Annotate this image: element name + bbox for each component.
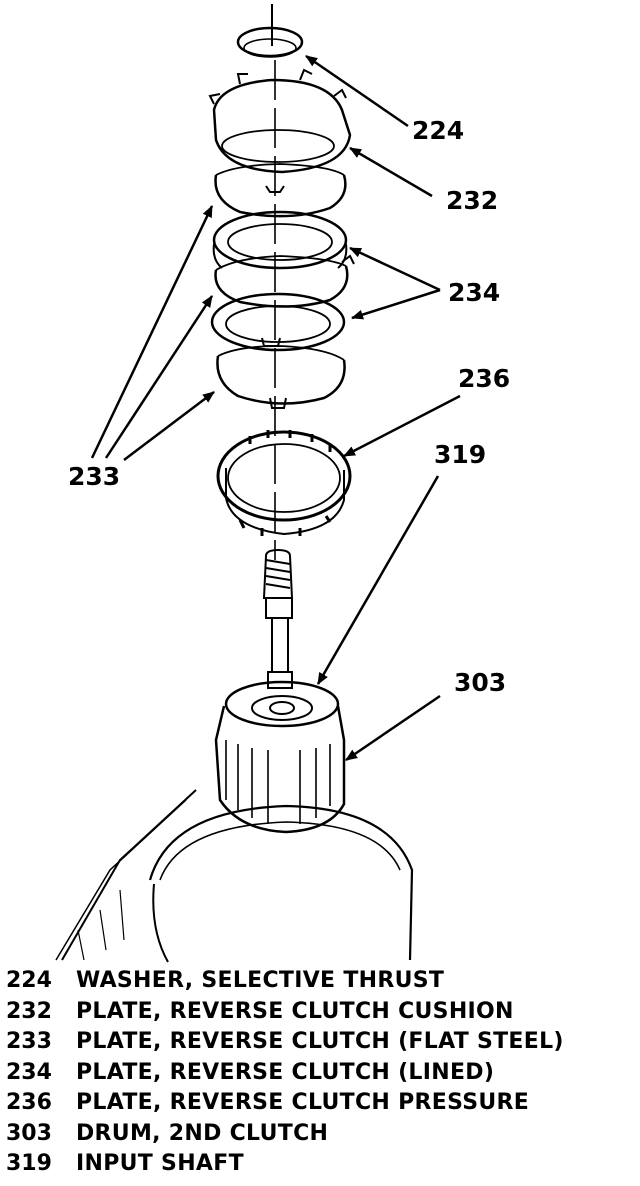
- legend-row: 303 DRUM, 2ND CLUTCH: [6, 1119, 636, 1150]
- legend-row: 224 WASHER, SELECTIVE THRUST: [6, 966, 636, 997]
- legend-part-number: 319: [6, 1151, 52, 1176]
- legend-part-description: PLATE, REVERSE CLUTCH (FLAT STEEL): [76, 1029, 564, 1054]
- reverse-clutch-cushion-plate: [208, 68, 352, 174]
- legend-part-description: PLATE, REVERSE CLUTCH (LINED): [76, 1059, 495, 1085]
- callout-303: 303: [454, 668, 507, 697]
- legend-part-number: 224: [6, 968, 52, 993]
- legend-row: 236 PLATE, REVERSE CLUTCH PRESSURE: [6, 1088, 636, 1119]
- callout-234: 234: [448, 278, 501, 307]
- input-shaft: [262, 548, 294, 689]
- legend-part-description: PLATE, REVERSE CLUTCH PRESSURE: [76, 1090, 530, 1115]
- legend-part-number: 234: [6, 1059, 52, 1085]
- reverse-clutch-lined-plate-1: [212, 210, 348, 270]
- leader-arrows: [90, 54, 461, 762]
- legend-part-number: 233: [6, 1029, 52, 1054]
- legend-part-description: WASHER, SELECTIVE THRUST: [76, 968, 445, 993]
- callout-236: 236: [458, 364, 511, 393]
- legend-row: 233 PLATE, REVERSE CLUTCH (FLAT STEEL): [6, 1027, 636, 1058]
- legend-row: 319 INPUT SHAFT: [6, 1149, 636, 1180]
- legend-part-number: 232: [6, 998, 52, 1024]
- transmission-housing: [55, 789, 414, 963]
- legend-part-description: DRUM, 2ND CLUTCH: [76, 1120, 329, 1146]
- callout-232: 232: [446, 186, 499, 215]
- legend-part-number: 236: [6, 1090, 52, 1115]
- reverse-clutch-pressure-plate: [216, 430, 352, 536]
- legend-row: 234 PLATE, REVERSE CLUTCH (LINED): [6, 1058, 636, 1089]
- legend-row: 232 PLATE, REVERSE CLUTCH CUSHION: [6, 997, 636, 1028]
- reverse-clutch-flat-steel-plate-1: [214, 163, 347, 218]
- legend-part-number: 303: [6, 1120, 52, 1146]
- second-clutch-drum: [214, 680, 346, 834]
- selective-thrust-washer: [236, 26, 304, 58]
- callout-233: 233: [68, 462, 121, 491]
- reverse-clutch-lined-plate-2: [210, 292, 346, 352]
- callout-224: 224: [412, 116, 465, 145]
- callout-319: 319: [434, 440, 487, 469]
- legend-part-description: PLATE, REVERSE CLUTCH CUSHION: [76, 998, 514, 1024]
- reverse-clutch-flat-steel-plate-3: [216, 345, 346, 409]
- legend-part-description: INPUT SHAFT: [76, 1151, 244, 1176]
